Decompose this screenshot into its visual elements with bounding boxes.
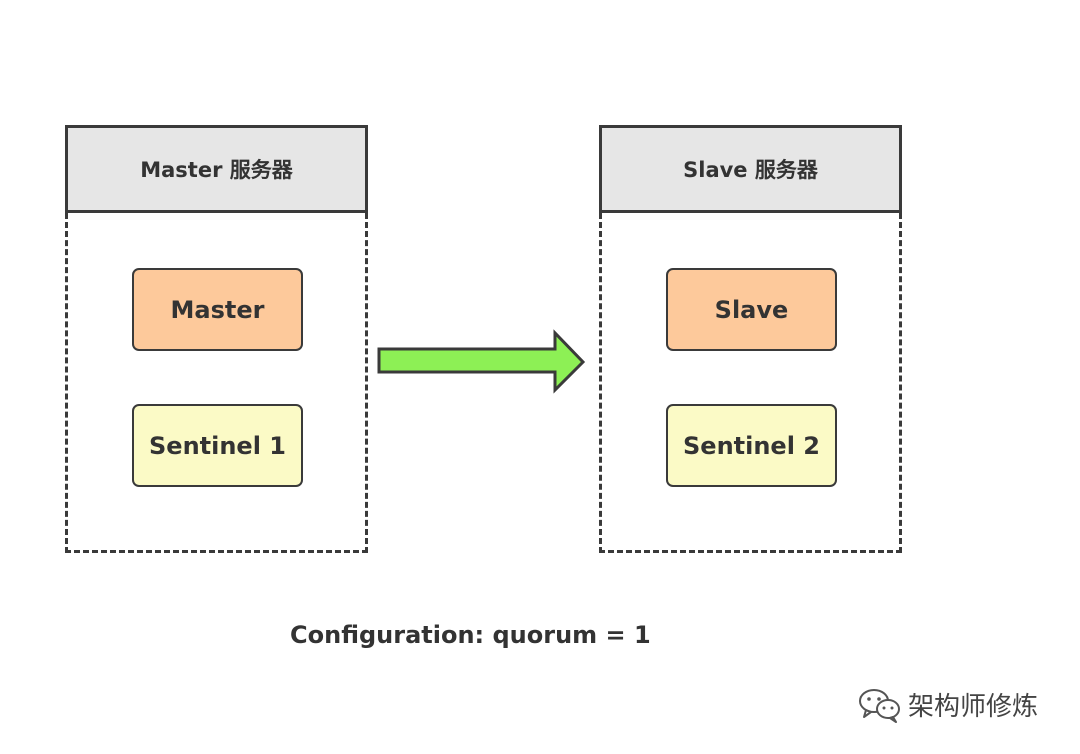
master-node-label: Master (170, 295, 265, 324)
replication-arrow (377, 329, 586, 394)
sentinel-2-label: Sentinel 2 (683, 431, 820, 460)
sentinel-2-node: Sentinel 2 (666, 404, 837, 487)
master-server-header: Master 服务器 (65, 125, 368, 213)
watermark: 架构师修炼 (858, 686, 1038, 723)
slave-server-group: Slave 服务器 Slave Sentinel 2 (599, 125, 902, 553)
slave-node: Slave (666, 268, 837, 351)
master-node: Master (132, 268, 303, 351)
configuration-text: Configuration: quorum = 1 (290, 621, 651, 649)
slave-server-title: Slave 服务器 (683, 158, 818, 182)
replication-arrow-shape (377, 329, 586, 394)
slave-server-body: Slave Sentinel 2 (599, 213, 902, 553)
wechat-icon (859, 688, 900, 723)
sentinel-1-label: Sentinel 1 (149, 431, 286, 460)
sentinel-1-node: Sentinel 1 (132, 404, 303, 487)
master-server-group: Master 服务器 Master Sentinel 1 (65, 125, 368, 553)
slave-server-header: Slave 服务器 (599, 125, 902, 213)
watermark-text: 架构师修炼 (908, 692, 1039, 722)
master-server-title: Master 服务器 (140, 158, 293, 182)
master-server-body: Master Sentinel 1 (65, 213, 368, 553)
slave-node-label: Slave (714, 295, 789, 324)
